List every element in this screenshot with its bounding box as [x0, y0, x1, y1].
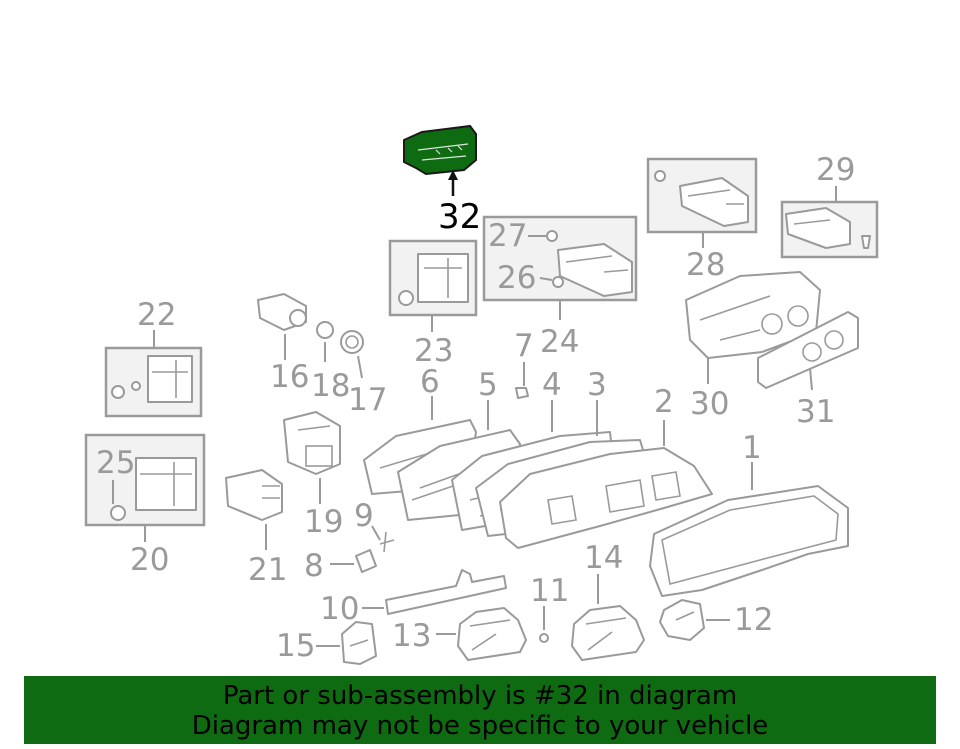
part-23-group[interactable]: 23 [388, 239, 478, 369]
part-14[interactable]: 14 [571, 540, 645, 661]
banner-line-2: Diagram may not be specific to your vehi… [191, 711, 769, 741]
label-22: 22 [137, 297, 176, 333]
part-12[interactable]: 12 [659, 599, 773, 641]
part-30[interactable]: 30 [685, 271, 821, 422]
part-24-group[interactable]: 27 26 24 [482, 215, 638, 360]
part-2[interactable]: 2 [499, 384, 713, 549]
part-8[interactable]: 8 [304, 548, 377, 584]
part-21[interactable]: 21 [225, 469, 287, 588]
label-4: 4 [542, 367, 562, 403]
label-28: 28 [686, 247, 725, 283]
label-23: 23 [414, 333, 453, 369]
label-1: 1 [742, 430, 762, 466]
part-20-group[interactable]: 25 20 [84, 433, 206, 578]
label-15: 15 [276, 628, 315, 664]
banner-line-1: Part or sub-assembly is #32 in diagram [222, 681, 738, 711]
part-16[interactable]: 16 [257, 293, 309, 395]
label-26: 26 [497, 260, 536, 296]
label-27: 27 [488, 218, 527, 254]
label-18: 18 [311, 368, 350, 404]
label-10: 10 [320, 591, 359, 627]
label-11: 11 [530, 573, 569, 609]
label-12: 12 [734, 602, 773, 638]
part-10[interactable]: 10 [320, 569, 507, 627]
label-8: 8 [304, 548, 324, 584]
label-16: 16 [270, 359, 309, 395]
part-15[interactable]: 15 [276, 621, 377, 665]
label-14: 14 [584, 540, 623, 576]
info-banner: Part or sub-assembly is #32 in diagram D… [24, 676, 936, 744]
part-17[interactable]: 17 [340, 330, 387, 418]
label-25: 25 [96, 445, 135, 481]
label-29: 29 [816, 152, 855, 188]
part-29-group[interactable]: 29 [780, 152, 879, 259]
label-6: 6 [420, 364, 440, 400]
label-20: 20 [130, 542, 169, 578]
arrow-head-icon [448, 170, 458, 180]
label-13: 13 [392, 618, 431, 654]
part-28-group[interactable]: 28 [646, 157, 758, 283]
label-31: 31 [796, 394, 835, 430]
label-5: 5 [478, 367, 498, 403]
label-2: 2 [654, 384, 674, 420]
label-7: 7 [514, 328, 534, 364]
label-24: 24 [540, 324, 579, 360]
part-31[interactable]: 31 [757, 311, 859, 430]
part-13[interactable]: 13 [392, 607, 527, 661]
part-18[interactable]: 18 [311, 321, 350, 404]
label-30: 30 [690, 386, 729, 422]
part-7[interactable]: 7 [514, 328, 534, 399]
part-22-group[interactable]: 22 [104, 297, 203, 418]
part-32-highlighted[interactable]: 32 [403, 124, 481, 237]
part-9[interactable]: 9 [354, 498, 395, 553]
label-21: 21 [248, 552, 287, 588]
part-1[interactable]: 1 [649, 430, 849, 597]
label-17: 17 [348, 382, 387, 418]
label-19: 19 [304, 504, 343, 540]
part-19[interactable]: 19 [283, 411, 343, 540]
label-3: 3 [587, 367, 607, 403]
label-32: 32 [438, 197, 481, 237]
part-11[interactable]: 11 [530, 573, 569, 643]
label-9: 9 [354, 498, 374, 534]
